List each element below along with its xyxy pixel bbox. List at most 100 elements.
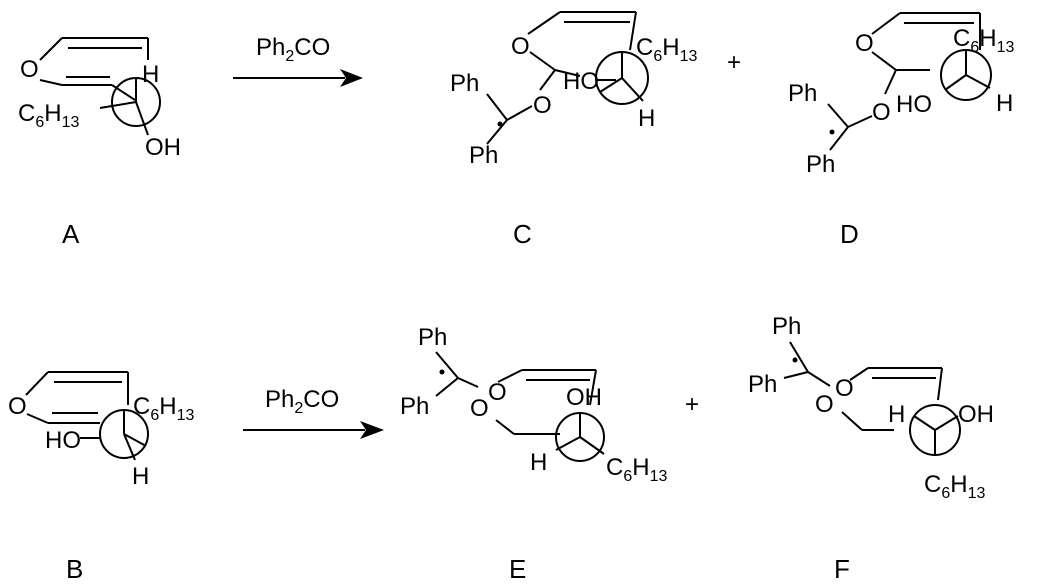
bond (807, 371, 831, 387)
radical-dot (829, 129, 835, 135)
bond (849, 367, 869, 381)
bond (39, 79, 63, 86)
compound-label-b: B (66, 554, 83, 584)
plus-sign-top: + (727, 49, 741, 76)
newman-bond (913, 415, 936, 431)
newman-bond (599, 77, 623, 93)
ring-substituent-ho: HO (563, 68, 599, 95)
bond (506, 105, 533, 121)
newman-bond (135, 101, 149, 136)
linking-oxygen: O (872, 99, 891, 126)
atom-h: H (132, 463, 149, 490)
bond (871, 51, 897, 71)
reaction-arrow-bottom: Ph2CO (243, 386, 384, 439)
reagent-label: Ph2CO (265, 386, 339, 417)
newman-bond (934, 415, 959, 431)
atom-h: H (530, 449, 547, 476)
bond (527, 11, 561, 35)
bond (629, 11, 637, 51)
newman-bond (555, 436, 581, 451)
radical-dot (497, 121, 503, 127)
compound-c: O HO C6H13 H O Ph Ph C (450, 11, 697, 249)
ring-substituent-ho: HO (45, 427, 81, 454)
atom-h: H (888, 401, 905, 428)
atom-h: H (142, 61, 159, 88)
bond (457, 377, 479, 388)
phenyl-group-bottom: Ph (806, 151, 835, 178)
phenyl-group-top: Ph (788, 80, 817, 107)
bond (435, 377, 459, 397)
ring-oxygen: O (855, 30, 874, 57)
compound-e: Ph Ph O O OH H C6H13 E (400, 324, 667, 584)
bond (497, 369, 523, 383)
substituent-c6h13: C6H13 (953, 25, 1014, 56)
bond (111, 84, 136, 101)
ring-oxygen: O (511, 33, 530, 60)
newman-bond (579, 436, 605, 455)
newman-bond (965, 74, 991, 89)
bond (841, 411, 863, 431)
substituent-oh: OH (145, 134, 181, 161)
ring-oxygen: O (835, 375, 854, 402)
compound-label-e: E (509, 554, 526, 584)
bond (829, 126, 849, 151)
atom-h: H (996, 90, 1013, 117)
newman-bond (123, 433, 147, 447)
phenyl-group-top: Ph (418, 324, 447, 351)
compound-label-d: D (840, 219, 859, 249)
bond (435, 351, 459, 379)
bond (25, 371, 49, 396)
phenyl-group-top: Ph (450, 70, 479, 97)
bond (26, 413, 49, 424)
bond (486, 93, 508, 121)
newman-bond (123, 433, 136, 461)
compound-f: Ph Ph O O H OH C6H13 F (748, 313, 994, 584)
compound-d: O HO C6H13 H O Ph Ph D (788, 12, 1014, 249)
arrow-head (340, 69, 363, 87)
compound-label-a: A (62, 219, 80, 249)
bond (539, 69, 556, 91)
phenyl-group-top: Ph (772, 313, 801, 340)
phenyl-group-bottom: Ph (469, 142, 498, 169)
substituent-c6h13: C6H13 (18, 100, 79, 131)
substituent-c6h13: C6H13 (133, 393, 194, 424)
radical-dot (792, 357, 798, 363)
newman-bond (99, 101, 137, 109)
newman-bond (621, 77, 644, 102)
bond (937, 367, 943, 401)
compound-b: O HO C6H13 H B (8, 371, 194, 584)
linking-oxygen: O (533, 92, 552, 119)
bond (495, 419, 515, 435)
compound-a: O H C6H13 OH A (18, 37, 181, 249)
reagent-label: Ph2CO (256, 34, 330, 65)
bond (486, 119, 508, 145)
bond (589, 369, 597, 406)
phenyl-group-left: Ph (400, 393, 429, 420)
substituent-oh: OH (566, 384, 602, 411)
bond (39, 37, 63, 61)
bond (783, 371, 809, 379)
substituent-c6h13: C6H13 (924, 471, 985, 502)
plus-sign-bottom: + (685, 391, 699, 418)
substituent-c6h13: C6H13 (606, 454, 667, 485)
atom-h: H (638, 105, 655, 132)
compound-label-f: F (834, 554, 850, 584)
ring-substituent-ho: HO (896, 91, 932, 118)
phenyl-group-left: Ph (748, 371, 777, 398)
bond (871, 12, 901, 35)
reaction-arrow-top: Ph2CO (233, 34, 363, 87)
radical-dot (439, 369, 445, 375)
substituent-oh: OH (958, 401, 994, 428)
bond (847, 115, 873, 128)
ring-oxygen: O (488, 379, 507, 406)
linking-oxygen: O (470, 395, 489, 422)
bond (884, 69, 897, 95)
bond (789, 341, 809, 373)
bond (827, 103, 849, 128)
linking-oxygen: O (815, 391, 834, 418)
arrow-head (360, 421, 384, 439)
compound-label-c: C (513, 219, 532, 249)
bond (554, 69, 581, 77)
ring-oxygen: O (20, 56, 39, 83)
